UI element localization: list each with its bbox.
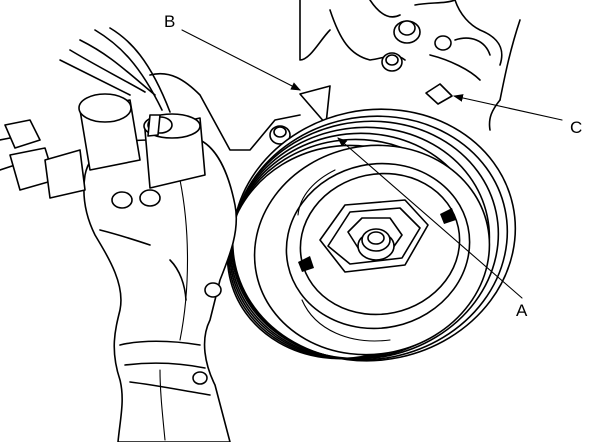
wiring-harness xyxy=(59,27,171,113)
sensor-assembly xyxy=(78,93,222,385)
connector-left xyxy=(0,119,86,199)
callout-label-b: B xyxy=(164,12,175,31)
engine-block-outline xyxy=(149,0,521,151)
callout-label-c: C xyxy=(570,118,582,137)
pointer-triangle-b xyxy=(299,85,331,125)
coolant-housing xyxy=(83,139,238,442)
index-mark-c xyxy=(425,83,453,105)
pulley-bolt xyxy=(347,217,403,261)
callout-label-a: A xyxy=(516,301,528,320)
engine-bolts xyxy=(269,20,452,145)
callout-leader-lines xyxy=(181,29,563,299)
leader-line-b xyxy=(181,29,301,91)
leader-line-c xyxy=(453,94,563,121)
leader-line-a xyxy=(337,137,523,299)
